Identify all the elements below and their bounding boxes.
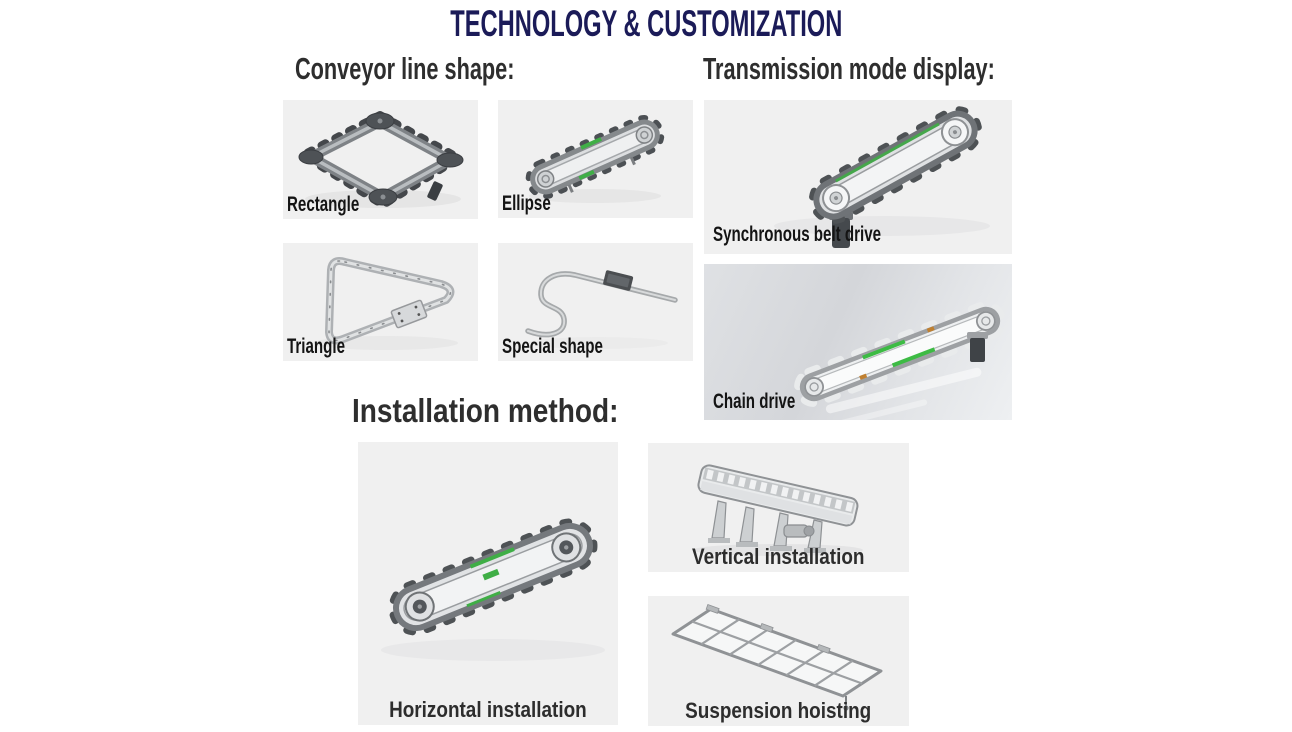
tile-suspension-hoisting: Suspension hoisting xyxy=(648,596,909,726)
label-chain-drive: Chain drive xyxy=(713,389,796,413)
page-title: TECHNOLOGY & CUSTOMIZATION xyxy=(0,5,1292,42)
synchronous-belt-drive-image xyxy=(774,106,990,248)
tile-vertical-installation: Vertical installation xyxy=(648,443,909,572)
label-suspension-hoisting: Suspension hoisting xyxy=(685,697,872,723)
triangle-conveyor-image xyxy=(314,257,458,350)
section-heading-transmission-mode: Transmission mode display: xyxy=(703,51,995,86)
section-heading-installation-method: Installation method: xyxy=(352,392,619,429)
label-vertical-installation: Vertical installation xyxy=(692,543,865,569)
chain-drive-image xyxy=(794,301,1006,420)
vertical-installation-image xyxy=(693,464,863,556)
tile-synchronous-belt-drive: Synchronous belt drive xyxy=(704,100,1012,254)
tile-chain-drive: Chain drive xyxy=(704,264,1012,420)
tile-triangle: Triangle xyxy=(283,243,478,361)
label-triangle: Triangle xyxy=(287,334,345,358)
section-heading-conveyor-line-shape: Conveyor line shape: xyxy=(295,51,515,86)
label-special-shape: Special shape xyxy=(502,334,603,358)
tile-ellipse: Ellipse xyxy=(498,100,693,218)
rectangle-conveyor-image xyxy=(298,111,464,209)
label-synchronous-belt-drive: Synchronous belt drive xyxy=(713,222,882,246)
label-rectangle: Rectangle xyxy=(287,192,360,216)
tile-horizontal-installation: Horizontal installation xyxy=(358,442,618,725)
tile-rectangle: Rectangle xyxy=(283,100,478,219)
horizontal-installation-image xyxy=(381,518,605,661)
label-horizontal-installation: Horizontal installation xyxy=(389,696,587,722)
special-shape-conveyor-image xyxy=(525,270,678,349)
ellipse-conveyor-image xyxy=(525,115,665,203)
label-ellipse: Ellipse xyxy=(502,191,551,215)
tile-special-shape: Special shape xyxy=(498,243,693,361)
page-title-text: TECHNOLOGY & CUSTOMIZATION xyxy=(449,3,843,44)
suspension-hoisting-image xyxy=(671,603,883,711)
